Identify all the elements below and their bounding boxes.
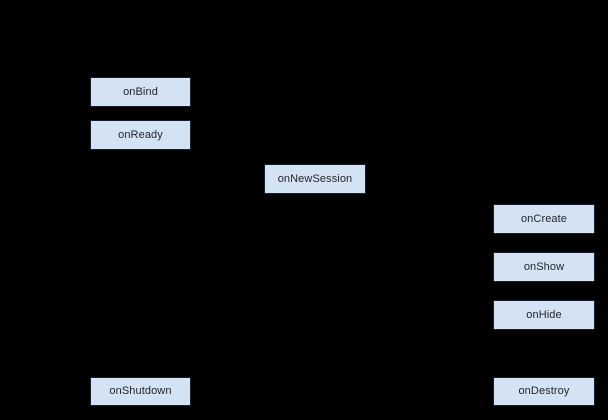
node-on-destroy-label: onDestroy [518,385,570,397]
node-on-show-label: onShow [523,260,565,273]
node-on-destroy[interactable]: onDestroy [493,377,595,406]
node-on-ready-label: onReady [118,128,163,141]
node-on-shutdown-label: onShutdown [109,385,172,397]
node-on-create[interactable]: onCreate [493,204,595,234]
node-on-create-label: onCreate [520,212,568,225]
node-on-new-session[interactable]: onNewSession [264,164,366,194]
node-on-hide[interactable]: onHide [493,300,595,330]
node-on-ready[interactable]: onReady [90,120,191,150]
node-on-bind-label: onBind [123,85,158,98]
node-on-shutdown[interactable]: onShutdown [90,377,191,406]
node-on-new-session-label: onNewSession [277,172,353,185]
node-on-show[interactable]: onShow [493,252,595,282]
node-on-bind[interactable]: onBind [90,77,191,107]
node-on-hide-label: onHide [526,308,562,321]
